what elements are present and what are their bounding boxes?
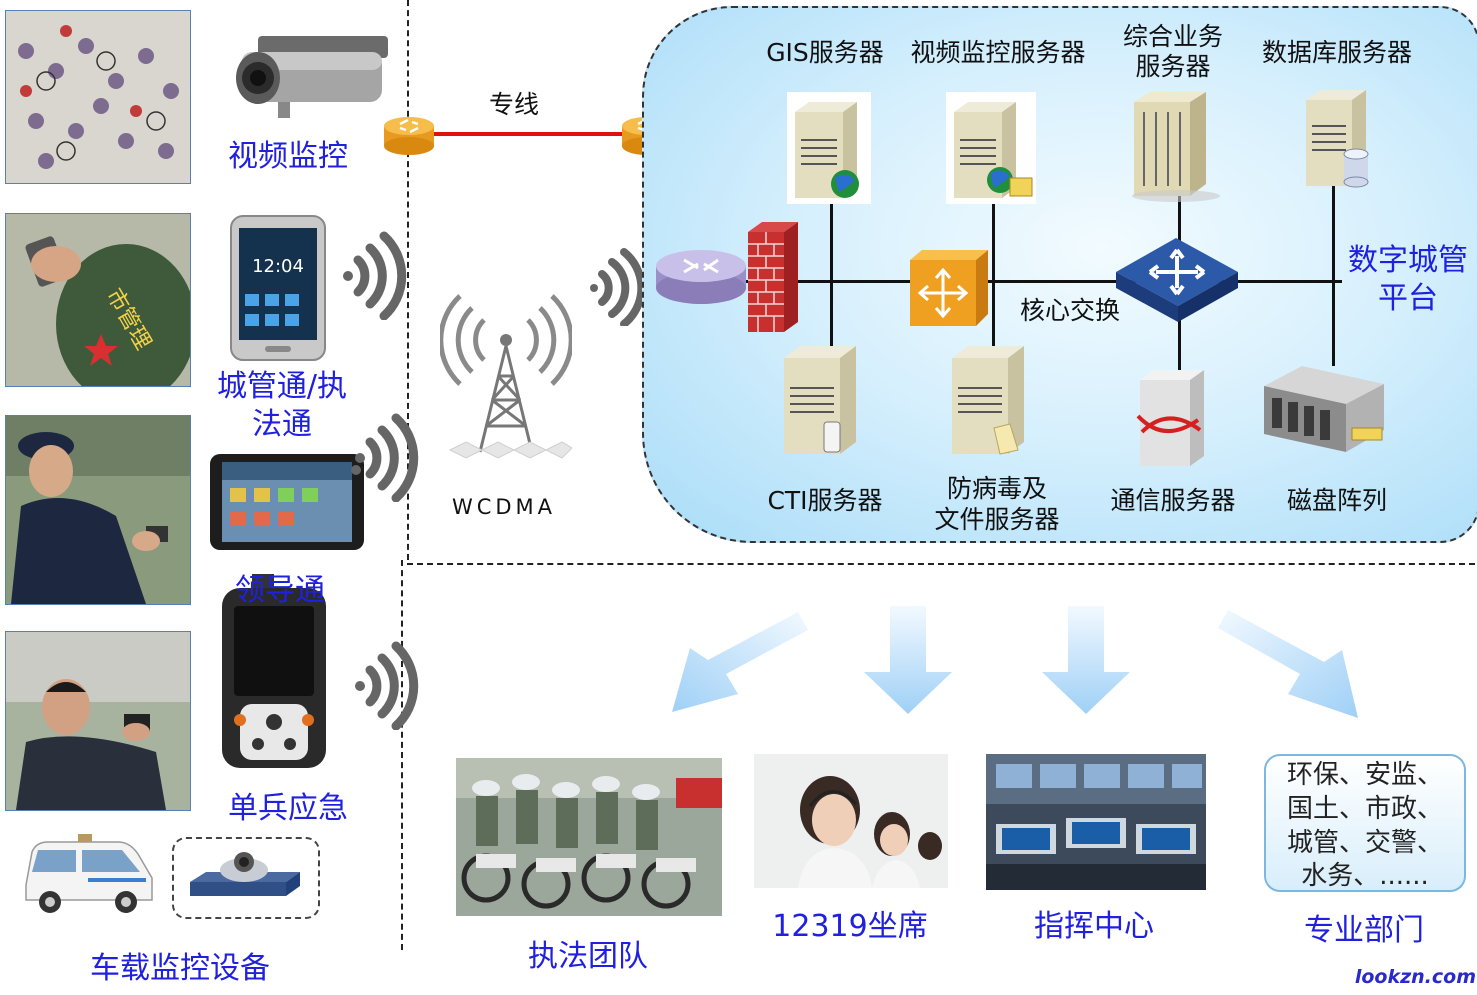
watermark: lookzn.com <box>1354 966 1476 988</box>
comm-server-icon <box>1134 366 1214 470</box>
cell-tower-icon <box>438 290 574 468</box>
bike-crowd-photo <box>5 10 191 184</box>
handheld-terminal-icon <box>218 574 330 770</box>
core-switch-icon <box>1116 238 1238 322</box>
left-divider <box>407 0 409 560</box>
vehicle-icon <box>18 830 158 918</box>
label-platform-title-1: 数字城管 <box>1348 243 1468 278</box>
label-biz-server-1: 综合业务 <box>1122 22 1223 51</box>
db-server-icon <box>1300 82 1380 192</box>
arrow-to-dept <box>1218 606 1364 722</box>
arrow-to-team <box>668 608 808 718</box>
private-line <box>430 132 630 136</box>
av-server-icon <box>946 340 1036 458</box>
enforcement-team-photo <box>456 758 722 916</box>
arrow-to-command <box>1042 606 1130 714</box>
gis-server-icon <box>787 92 871 204</box>
video-drop <box>992 196 995 356</box>
signal-icon-1 <box>336 230 412 321</box>
label-cti-server: CTI服务器 <box>767 486 883 515</box>
label-core-switch: 核心交换 <box>1019 296 1120 325</box>
dept-list-box: 环保、安监、 国土、市政、 城管、交警、 水务、...... <box>1264 754 1466 892</box>
backbone-line <box>742 280 1342 283</box>
police-camera-photo <box>5 415 191 605</box>
db-drop <box>1332 186 1335 366</box>
label-dept: 专业部门 <box>1304 913 1424 948</box>
signal-icon-3 <box>348 640 424 731</box>
label-video-surveillance: 视频监控 <box>228 139 348 174</box>
arrow-to-seats <box>864 606 952 714</box>
label-cgt-line2: 法通 <box>252 407 312 442</box>
router-icon-left <box>382 112 436 156</box>
comm-drop <box>1178 314 1181 372</box>
vehicle-camera-box <box>172 837 320 919</box>
dept-list-line-2: 国土、市政、 <box>1286 794 1443 824</box>
label-comm-server: 通信服务器 <box>1110 486 1236 515</box>
smartphone-icon: 12:04 <box>229 214 327 362</box>
router-oval-icon <box>654 248 748 310</box>
label-gis-server: GIS服务器 <box>766 38 884 67</box>
svg-text:12:04: 12:04 <box>252 256 304 277</box>
biz-drop <box>1178 196 1181 260</box>
label-disk-array: 磁盘阵列 <box>1286 486 1387 515</box>
label-team: 执法团队 <box>528 939 648 974</box>
disk-array-icon <box>1262 364 1388 456</box>
label-command: 指挥中心 <box>1034 909 1154 944</box>
call-seats-photo <box>754 754 948 888</box>
bullet-camera-icon <box>218 28 396 120</box>
firewall-icon <box>748 222 798 334</box>
label-vehicle: 车载监控设备 <box>90 951 270 986</box>
left-divider-lower <box>401 560 403 950</box>
signal-icon-4 <box>584 248 646 328</box>
label-platform-title-2: 平台 <box>1378 281 1438 316</box>
horizontal-divider <box>407 563 1475 565</box>
label-soldier: 单兵应急 <box>228 791 348 826</box>
man-photographing-photo <box>5 631 191 811</box>
label-cgt-line1: 城管通/执 <box>216 369 348 404</box>
officer-phone-photo: 市管理 <box>5 213 191 387</box>
dome-camera-icon <box>186 848 304 904</box>
dept-list-line-4: 水务、...... <box>1301 861 1429 891</box>
orange-switch-icon <box>910 250 988 326</box>
label-leader: 领导通 <box>235 573 325 608</box>
label-seats: 12319坐席 <box>772 909 928 944</box>
dept-list-line-1: 环保、安监、 <box>1286 760 1443 790</box>
biz-server-icon <box>1130 88 1220 202</box>
tablet-icon <box>208 452 366 552</box>
video-server-icon <box>946 92 1036 204</box>
dept-list-line-3: 城管、交警、 <box>1286 828 1443 858</box>
label-wcdma: WCDMA <box>451 495 557 519</box>
signal-icon-2 <box>348 412 424 503</box>
label-biz-server-2: 服务器 <box>1135 52 1211 81</box>
label-db-server: 数据库服务器 <box>1261 38 1412 67</box>
label-av-server-1: 防病毒及 <box>946 474 1047 503</box>
gis-drop <box>830 196 833 356</box>
command-center-photo <box>986 754 1206 890</box>
cti-server-icon <box>778 340 868 458</box>
label-private-line: 专线 <box>488 90 539 119</box>
label-av-server-2: 文件服务器 <box>934 505 1060 534</box>
label-video-server: 视频监控服务器 <box>910 38 1086 67</box>
